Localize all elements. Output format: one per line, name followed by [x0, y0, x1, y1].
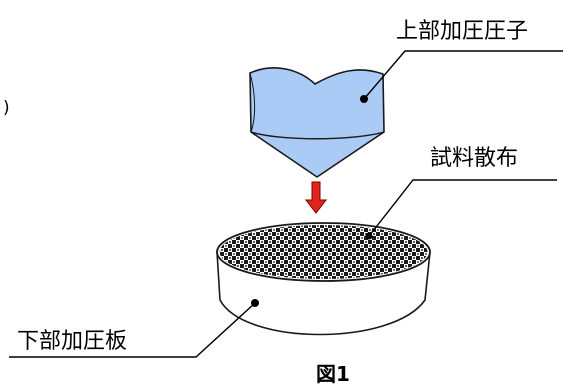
down-arrow-icon: [304, 181, 328, 214]
upper-indenter-rim-line: [250, 131, 385, 140]
lower-plate-callout-line: [9, 302, 256, 358]
figure-caption: 図1: [316, 362, 350, 385]
lower-plate: [216, 222, 431, 336]
sample-spread-label: 試料散布: [430, 146, 518, 171]
stray-paren-mark: ): [3, 98, 10, 118]
down-arrow-shape: [304, 181, 328, 214]
lower-plate-label: 下部加圧板: [17, 329, 127, 354]
upper-indenter-body: [249, 67, 385, 178]
upper-indenter: [249, 67, 385, 178]
upper-indenter-callout-line: [363, 50, 563, 100]
upper-indenter-side-curve: [249, 72, 256, 133]
sample-spread-callout-line: [368, 179, 557, 237]
sample-spread-area: [219, 225, 428, 279]
upper-indenter-label: 上部加圧圧子: [396, 19, 528, 44]
